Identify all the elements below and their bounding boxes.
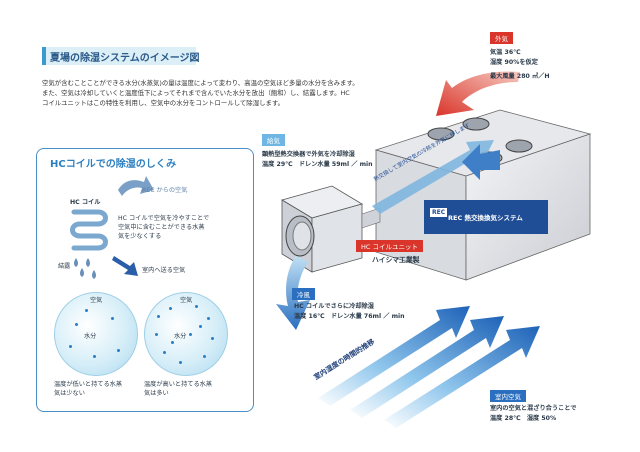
circle-water-label: 水分 [174,333,187,340]
circle-air-label: 空気 [180,297,193,304]
rec-logo: REC [430,208,448,217]
cool-air-tag: 冷風 [292,288,315,300]
caption-line: 気は少ない [54,390,85,397]
supply-tag: 給気 [262,134,285,146]
caption-line: 温度が低いと持てる水蒸 [54,381,123,388]
outside-humidity: 湿度 90%を仮定 [490,59,538,66]
rec-air-arrow [118,176,154,196]
condensation-drops [74,258,96,279]
hc-unit-maker: ハイシマ工業製 [372,256,420,264]
supply-line2: 温度 29℃ ドレン水量 59ml ／ min [262,161,373,168]
low-temp-circle [54,292,138,376]
rec-label: REC 熱交換換気システム [448,214,523,222]
low-temp-caption: 温度が低いと持てる水蒸 気は少ない [54,380,122,398]
title-bar [42,47,196,65]
condensation-label: 結露 [58,263,71,270]
circle-air-label: 空気 [90,297,103,304]
heat-exchange-arrow [372,140,494,214]
intro-line: コイルユニットはこの特性を利用し、空気中の水分をコントロールして除湿します。 [42,99,285,107]
room-air-arrow [112,256,138,276]
intro-line: 空気が含むことことができる水分(水蒸気)の量は温度によって変わり、高温の空気ほど… [42,79,359,87]
hc-coil-label: HC コイル [70,199,101,206]
rec-air-label: REC からの空気 [142,187,188,194]
outside-air-arrow [436,71,520,116]
room-air-line2: 温度 28℃ 湿度 50% [490,415,557,422]
panel-title: HCコイルでの除湿のしくみ [50,159,177,170]
coil-desc-line: 空気中に含むことができる水蒸 [118,224,205,231]
cool-line2: 温度 16℃ ドレン水量 76ml ／ min [294,313,405,320]
caption-line: 温度が高いと持てる水蒸 [144,381,213,388]
rec-label-box [424,200,548,234]
high-temp-caption: 温度が高いと持てる水蒸 気は多い [144,380,212,398]
circle-water-label: 水分 [84,333,97,340]
coil-desc-line: HC コイルで空気を冷やすことで [118,215,210,222]
room-air-line1: 室内の空気と混ざり合うことで [490,405,577,412]
coil-illustration [70,209,108,251]
coil-desc-line: 気を少なくする [118,233,162,240]
supply-line1: 顕熱型熱交換器で外気を冷却除湿 [262,151,355,158]
outside-max-air: 最大風量 280 ㎥／H [490,73,550,80]
outside-air-tag: 外気 [490,32,513,44]
caption-line: 気は多い [144,390,169,397]
hc-coil-unit-illustration [280,185,364,273]
coil-description: HC コイルで空気を冷やすことで 空気中に含むことができる水蒸 気を少なくする [118,214,209,241]
room-air-label: 室内へ送る空気 [142,267,186,274]
room-air-tag: 室内空気 [490,390,526,402]
humidity-bands [318,306,540,428]
outside-temp: 気温 36℃ [490,49,521,56]
intro-text: 空気が含むことことができる水分(水蒸気)の量は温度によって変わり、高温の空気ほど… [42,78,382,108]
high-temp-circle [144,292,228,376]
hc-coil-panel [36,148,254,412]
cool-line1: HC コイルでさらに冷却除湿 [294,303,374,310]
intro-line: また、空気は冷却していくと温度低下によってそれまで含んでいた水分を放出（飽和）し… [42,89,350,97]
supply-air-arrow [462,144,500,180]
hc-unit-tag: HC コイルユニット [356,240,423,252]
page-title: 夏場の除湿システムのイメージ図 [50,53,200,64]
